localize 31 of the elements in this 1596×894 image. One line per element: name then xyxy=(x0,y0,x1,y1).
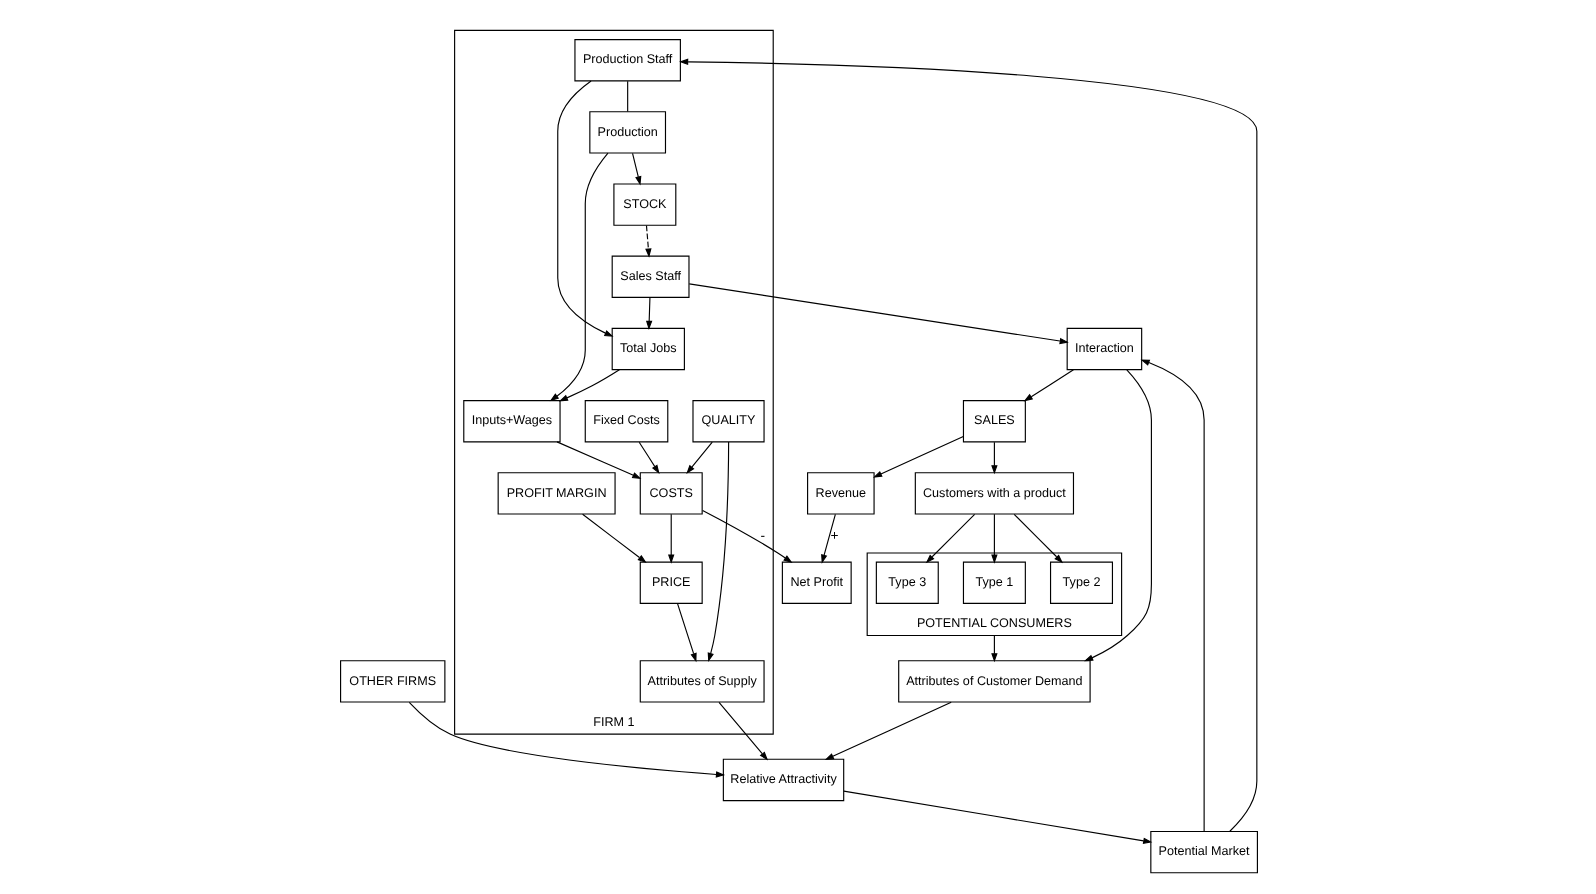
arrow xyxy=(706,441,729,663)
arrow xyxy=(667,513,674,564)
arrow xyxy=(701,509,792,564)
arrow xyxy=(407,701,725,778)
arrow xyxy=(990,634,997,663)
arrow xyxy=(678,58,1257,832)
arrow xyxy=(644,297,652,330)
arrow xyxy=(637,441,659,475)
arrow xyxy=(644,225,651,258)
arrow xyxy=(1139,359,1204,832)
arrow xyxy=(630,152,641,186)
arrow xyxy=(842,790,1152,845)
arrow xyxy=(1022,369,1074,402)
arrow xyxy=(548,152,608,402)
arrow xyxy=(823,701,951,760)
arrow xyxy=(820,513,835,564)
arrow xyxy=(1012,513,1063,564)
arrow xyxy=(1083,369,1151,662)
arrow xyxy=(676,603,696,663)
arrow xyxy=(556,80,613,337)
arrow xyxy=(555,441,641,479)
arrow xyxy=(871,435,963,478)
arrow xyxy=(990,441,997,475)
arrow xyxy=(685,441,712,474)
arrow xyxy=(717,701,768,761)
connector xyxy=(626,80,628,113)
arrow xyxy=(990,513,997,564)
arrow xyxy=(557,369,619,402)
arrow xyxy=(581,513,646,564)
arrow xyxy=(924,513,975,564)
arrow xyxy=(687,283,1068,345)
